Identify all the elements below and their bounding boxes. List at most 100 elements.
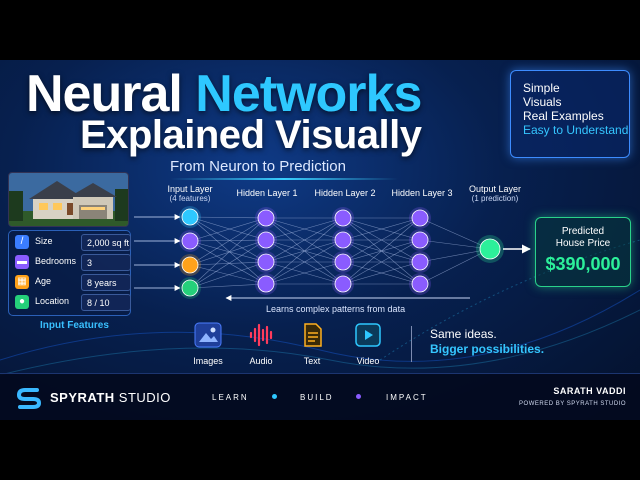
connection-line bbox=[189, 283, 267, 289]
nav-impact: IMPACT bbox=[386, 393, 428, 402]
media-audio: Audio bbox=[241, 322, 281, 366]
tag-visuals: Visuals bbox=[523, 95, 562, 109]
connection-line bbox=[342, 217, 421, 285]
media-text: Text bbox=[292, 322, 332, 366]
image-icon bbox=[194, 322, 222, 348]
input-layer-label: Input Layer (4 features) bbox=[162, 184, 218, 203]
connection-line bbox=[419, 248, 491, 263]
input-features-label: Input Features bbox=[40, 320, 109, 331]
document-icon bbox=[304, 323, 322, 347]
hidden2-node bbox=[334, 209, 352, 227]
subtitle: From Neuron to Prediction bbox=[170, 158, 346, 175]
nav-dot bbox=[356, 394, 361, 399]
feature-panel: / Size 2,000 sq ft ▬ Bedrooms 3 ▦ Age 8 … bbox=[8, 230, 131, 316]
connection-line bbox=[265, 217, 344, 241]
spyrath-logo-icon bbox=[16, 388, 42, 409]
connection-line bbox=[189, 261, 267, 266]
output-node bbox=[479, 238, 501, 260]
media-label: Images bbox=[193, 356, 223, 366]
brand-name: SPYRATH STUDIO bbox=[50, 390, 171, 405]
video-play-icon bbox=[355, 323, 381, 347]
hidden-layer-1-label: Hidden Layer 1 bbox=[236, 188, 298, 198]
location-pin-icon: ● bbox=[15, 295, 29, 309]
thumbnail: Neural Networks Explained Visually From … bbox=[0, 60, 640, 420]
connection-line bbox=[342, 239, 421, 285]
feature-row-location: ● Location 8 / 10 bbox=[13, 294, 131, 312]
connection-line bbox=[189, 216, 267, 219]
tag-simple: Simple bbox=[523, 81, 560, 95]
tag-easy: Easy to Understand bbox=[523, 123, 629, 137]
connection-line bbox=[189, 216, 267, 241]
author-name: SARATH VADDI bbox=[553, 386, 626, 396]
media-images: Images bbox=[188, 322, 228, 366]
feature-value: 2,000 sq ft bbox=[81, 234, 131, 251]
connection-line bbox=[265, 217, 344, 263]
hidden1-node bbox=[257, 231, 275, 249]
connection-line bbox=[189, 216, 267, 263]
ruler-icon: / bbox=[15, 235, 29, 249]
title-part-2: Networks bbox=[195, 65, 422, 123]
bigger-possibilities-text: Bigger possibilities. bbox=[430, 342, 545, 356]
input-node bbox=[181, 279, 199, 297]
footer-bar: SPYRATH STUDIO LEARN BUILD IMPACT SARATH… bbox=[0, 373, 640, 420]
subtitle-underline bbox=[170, 178, 398, 180]
feature-row-size: / Size 2,000 sq ft bbox=[13, 234, 131, 252]
letterbox-top bbox=[0, 0, 640, 60]
input-node bbox=[181, 208, 199, 226]
output-layer-sub: (1 prediction) bbox=[471, 194, 519, 203]
connection-line bbox=[189, 217, 267, 289]
learns-text: Learns complex patterns from data bbox=[266, 304, 406, 314]
hidden1-node bbox=[257, 275, 275, 293]
feature-value: 8 years bbox=[81, 274, 131, 291]
connection-line bbox=[419, 239, 491, 250]
connection-line bbox=[189, 217, 267, 242]
tag-box: Simple Visuals Real Examples Easy to Und… bbox=[510, 70, 630, 158]
title-line-1: Neural Networks bbox=[26, 64, 422, 124]
input-node bbox=[181, 232, 199, 250]
connection-line bbox=[189, 239, 267, 266]
connection-line bbox=[265, 217, 344, 285]
input-layer-sub: (4 features) bbox=[169, 194, 211, 203]
hidden-layer-3-label: Hidden Layer 3 bbox=[391, 188, 453, 198]
title-line-2: Explained Visually bbox=[80, 113, 422, 157]
prediction-value: $390,000 bbox=[545, 254, 621, 274]
prediction-label-2: House Price bbox=[555, 238, 611, 249]
connection-line bbox=[189, 239, 267, 242]
feature-label: Location bbox=[35, 296, 70, 306]
hidden3-node bbox=[411, 275, 429, 293]
hidden3-node bbox=[411, 253, 429, 271]
prediction-label: Predicted House Price bbox=[536, 226, 630, 250]
letterbox-bottom bbox=[0, 420, 640, 480]
calendar-icon: ▦ bbox=[15, 275, 29, 289]
hidden-layer-2-label: Hidden Layer 2 bbox=[314, 188, 376, 198]
connection-line bbox=[189, 240, 267, 263]
media-label: Video bbox=[356, 356, 380, 366]
same-ideas-text: Same ideas. bbox=[430, 327, 497, 341]
media-label: Audio bbox=[249, 356, 273, 366]
feature-label: Bedrooms bbox=[35, 256, 77, 266]
feature-value: 8 / 10 bbox=[81, 294, 131, 311]
connection-line bbox=[189, 217, 267, 266]
hidden1-node bbox=[257, 209, 275, 227]
connection-line bbox=[419, 248, 491, 285]
network-connections bbox=[189, 216, 491, 289]
house-image bbox=[8, 172, 129, 227]
connection-line bbox=[265, 239, 344, 285]
bed-icon: ▬ bbox=[15, 255, 29, 269]
connection-line bbox=[419, 217, 491, 250]
connection-line bbox=[342, 217, 421, 263]
output-layer-title: Output Layer bbox=[468, 184, 522, 194]
hidden2-node bbox=[334, 253, 352, 271]
connection-line bbox=[342, 261, 421, 285]
prediction-box: Predicted House Price $390,000 bbox=[535, 217, 631, 287]
hidden1-node bbox=[257, 253, 275, 271]
hidden3-node bbox=[411, 209, 429, 227]
title-part-1: Neural bbox=[26, 65, 196, 123]
tag-real-examples: Real Examples bbox=[523, 109, 604, 123]
prediction-label-1: Predicted bbox=[561, 226, 605, 237]
neural-network-diagram bbox=[134, 206, 531, 301]
feature-value: 3 bbox=[81, 254, 131, 271]
author-subtitle: POWERED BY SPYRATH STUDIO bbox=[519, 401, 626, 407]
feature-row-bedrooms: ▬ Bedrooms 3 bbox=[13, 254, 131, 272]
hidden3-node bbox=[411, 231, 429, 249]
